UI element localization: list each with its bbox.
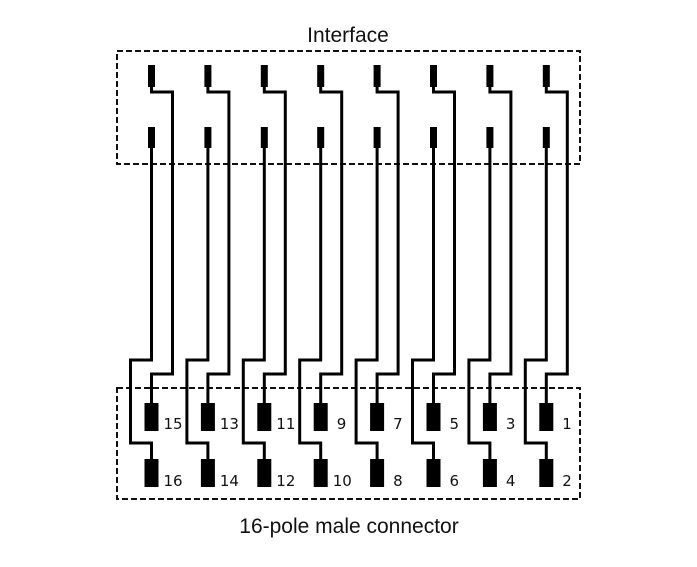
interface-upper-contact xyxy=(317,65,325,87)
interface-lower-contact xyxy=(317,127,325,148)
connector-pin-lower xyxy=(144,459,159,487)
connector-pin-lower xyxy=(313,459,328,487)
wire-lower-pin xyxy=(354,147,379,459)
pin-label-lower: 2 xyxy=(562,472,572,490)
interface-lower-contact xyxy=(204,127,212,148)
connector-pin-lower xyxy=(370,459,385,487)
pin-label-lower: 14 xyxy=(220,472,239,490)
connector-pin-upper xyxy=(257,403,272,431)
wire-lower-pin xyxy=(411,147,435,459)
wire-lower-pin xyxy=(241,147,266,459)
connector-pin-upper xyxy=(539,403,554,431)
wire-lower-pin xyxy=(467,147,492,459)
pin-label-lower: 12 xyxy=(276,472,295,490)
connector-pin-upper xyxy=(482,403,497,431)
wire-lower-pin xyxy=(298,147,323,459)
pin-label-lower: 10 xyxy=(333,472,352,490)
wire-upper-pin xyxy=(206,86,231,403)
connector-pin-upper xyxy=(200,403,215,431)
wire-upper-pin xyxy=(375,86,400,403)
pin-label-upper: 13 xyxy=(220,415,239,433)
wire-lower-pin xyxy=(129,147,153,459)
interface-upper-contact xyxy=(486,65,494,87)
interface-upper-contact xyxy=(148,65,155,87)
interface-lower-contact xyxy=(148,127,155,148)
connector-title: 16-pole male connector xyxy=(239,515,458,538)
pin-label-upper: 7 xyxy=(393,415,403,433)
connector-pin-upper xyxy=(313,403,328,431)
wire-upper-pin xyxy=(319,86,344,403)
connector-pin-lower xyxy=(426,459,441,487)
pin-label-upper: 11 xyxy=(276,415,295,433)
pin-label-upper: 5 xyxy=(450,415,460,433)
interface-lower-contact xyxy=(430,127,437,148)
interface-upper-contact xyxy=(430,65,437,87)
connector-pin-lower xyxy=(539,459,554,487)
wire-upper-pin xyxy=(432,86,456,403)
pin-label-upper: 9 xyxy=(337,415,347,433)
connector-pin-upper xyxy=(370,403,385,431)
pin-label-lower: 8 xyxy=(393,472,403,490)
connector-pin-lower xyxy=(482,459,497,487)
connector-pin-lower xyxy=(200,459,215,487)
interface-title: Interface xyxy=(307,24,389,47)
pin-label-lower: 6 xyxy=(450,472,460,490)
pin-label-upper: 15 xyxy=(164,415,183,433)
interface-lower-contact xyxy=(260,127,268,148)
interface-lower-contact xyxy=(486,127,494,148)
pin-label-upper: 3 xyxy=(506,415,516,433)
interface-lower-contact xyxy=(542,127,550,148)
wire-lower-pin xyxy=(185,147,210,459)
pin-label-lower: 16 xyxy=(164,472,183,490)
interface-upper-contact xyxy=(260,65,268,87)
connector-box xyxy=(116,387,581,500)
interface-upper-contact xyxy=(373,65,381,87)
connector-pin-lower xyxy=(257,459,272,487)
wire-lower-pin xyxy=(523,147,548,459)
wire-upper-pin xyxy=(544,86,569,403)
interface-upper-contact xyxy=(204,65,212,87)
wire-upper-pin xyxy=(262,86,287,403)
interface-upper-contact xyxy=(542,65,550,87)
pin-label-lower: 4 xyxy=(506,472,516,490)
wire-upper-pin xyxy=(488,86,513,403)
interface-lower-contact xyxy=(373,127,381,148)
connector-pin-upper xyxy=(426,403,441,431)
connector-pin-upper xyxy=(144,403,159,431)
wire-upper-pin xyxy=(150,86,174,403)
pin-label-upper: 1 xyxy=(562,415,572,433)
